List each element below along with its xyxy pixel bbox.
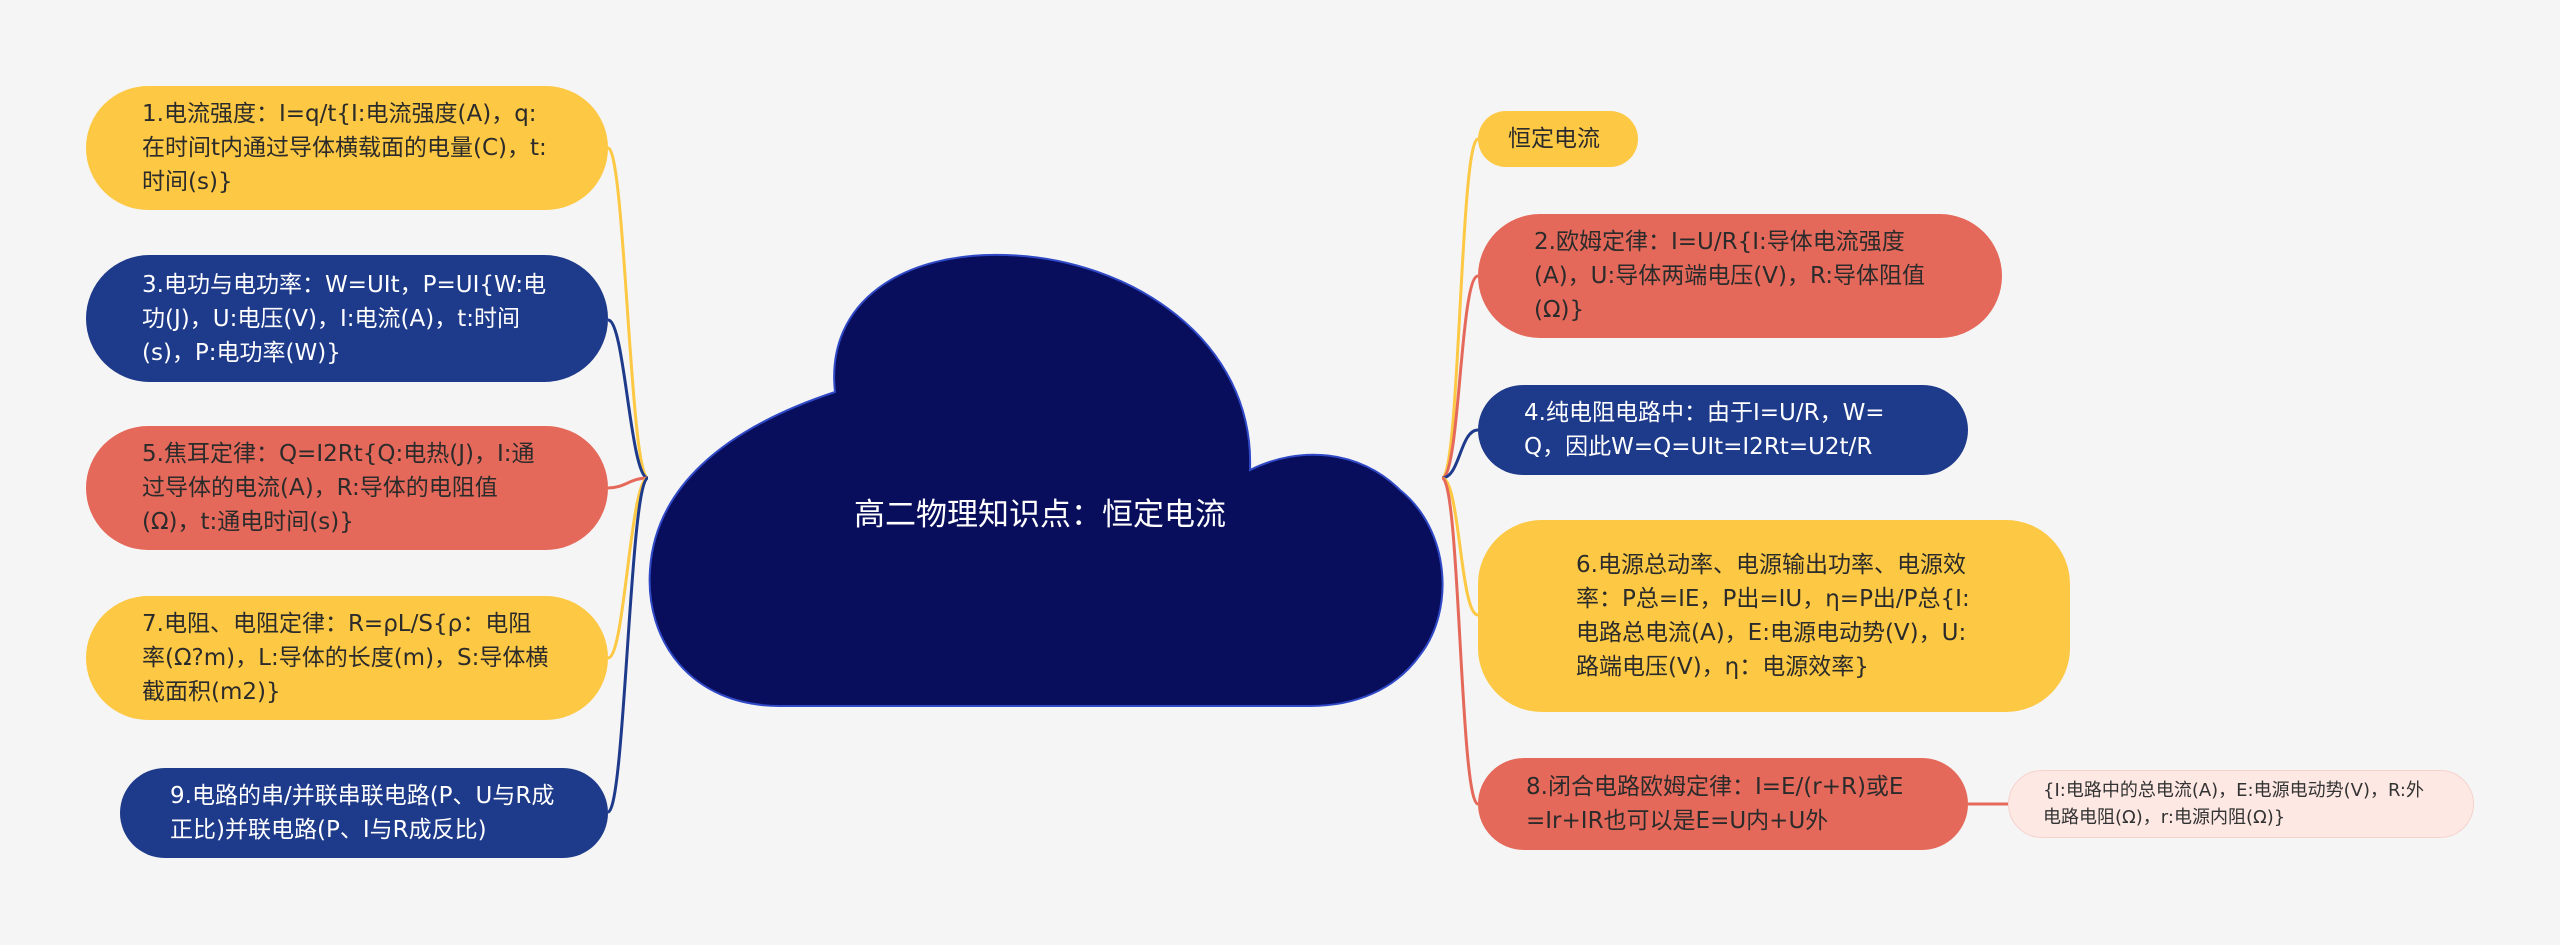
edge-right-6 [1441,476,1479,617]
edge-right-0 [1440,137,1480,480]
node-label: 2.欧姆定律：I=U/R{I:导体电流强度(A)，U:导体两端电压(V)，R:导… [1534,229,1925,323]
node-series-parallel[interactable]: 9.电路的串/并联串联电路(P、U与R成正比)并联电路(P、I与R成反比) [120,768,608,858]
node-closed-circuit-legend[interactable]: {I:电路中的总电流(A)，E:电源电动势(V)，R:外电路电阻(Ω)，r:电源… [2008,770,2474,838]
node-label: 3.电功与电功率：W=UIt，P=UI{W:电功(J)，U:电压(V)，I:电流… [142,271,547,366]
node-label: 7.电阻、电阻定律：R=ρL/S{ρ：电阻率(Ω?m)，L:导体的长度(m)，S… [142,611,549,705]
edge-left-9 [606,476,650,814]
edge-right-4 [1441,428,1479,480]
central-cloud-shape[interactable] [648,253,1444,707]
node-label: 1.电流强度：I=q/t{I:电流强度(A)，q:在时间t内通过导体横载面的电量… [142,101,547,195]
edge-left-1 [606,146,650,480]
node-label: 6.电源总动率、电源输出功率、电源效率：P总=IE，P出=IU，η=P出/P总{… [1576,552,1970,680]
node-joule-law[interactable]: 5.焦耳定律：Q=I2Rt{Q:电热(J)，I:通过导体的电流(A)，R:导体的… [86,426,608,550]
node-current-intensity[interactable]: 1.电流强度：I=q/t{I:电流强度(A)，q:在时间t内通过导体横载面的电量… [86,86,608,210]
node-ohm-law[interactable]: 2.欧姆定律：I=U/R{I:导体电流强度(A)，U:导体两端电压(V)，R:导… [1478,214,2002,338]
node-label: {I:电路中的总电流(A)，E:电源电动势(V)，R:外电路电阻(Ω)，r:电源… [2043,780,2424,828]
node-source-power[interactable]: 6.电源总动率、电源输出功率、电源效率：P总=IE，P出=IU，η=P出/P总{… [1478,520,2070,712]
central-title[interactable]: 高二物理知识点：恒定电流 [854,497,1226,533]
node-pure-resistance[interactable]: 4.纯电阻电路中：由于I=U/R，W=Q，因此W=Q=UIt=I2Rt=U2t/… [1478,385,1968,475]
node-label: 恒定电流 [1508,126,1600,152]
edge-left-5 [607,476,649,490]
edge-right-2 [1441,274,1479,480]
edge-left-3 [607,318,649,480]
node-electric-work-power[interactable]: 3.电功与电功率：W=UIt，P=UI{W:电功(J)，U:电压(V)，I:电流… [86,255,608,382]
node-label: 8.闭合电路欧姆定律：I=E/(r+R)或E=Ir+IR也可以是E=U内+U外 [1526,774,1904,834]
node-resistance-law[interactable]: 7.电阻、电阻定律：R=ρL/S{ρ：电阻率(Ω?m)，L:导体的长度(m)，S… [86,596,608,720]
edge-right-8 [1440,476,1480,806]
node-label: 5.焦耳定律：Q=I2Rt{Q:电热(J)，I:通过导体的电流(A)，R:导体的… [142,441,535,535]
node-label: 4.纯电阻电路中：由于I=U/R，W=Q，因此W=Q=UIt=I2Rt=U2t/… [1524,400,1885,460]
node-closed-circuit-ohm[interactable]: 8.闭合电路欧姆定律：I=E/(r+R)或E=Ir+IR也可以是E=U内+U外 [1478,758,1968,850]
node-label: 9.电路的串/并联串联电路(P、U与R成正比)并联电路(P、I与R成反比) [170,783,555,843]
node-topic-label[interactable]: 恒定电流 [1478,111,1638,167]
